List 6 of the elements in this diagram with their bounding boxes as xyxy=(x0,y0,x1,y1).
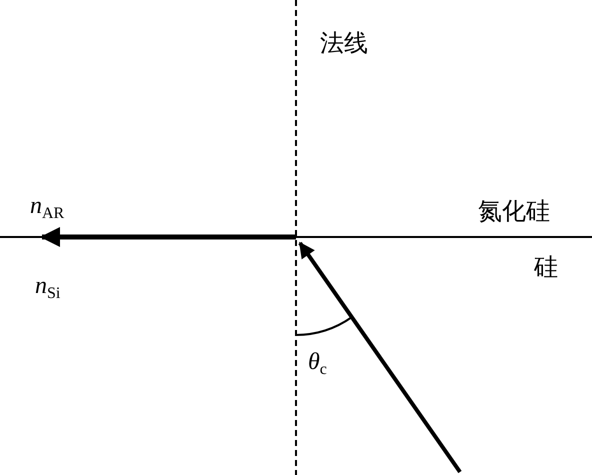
medium-label: 氮化硅 xyxy=(478,198,550,226)
normal-label: 法线 xyxy=(320,30,368,58)
refractive-index-label: n$_{AR}$ xyxy=(30,192,64,224)
medium-label: 硅 xyxy=(534,254,558,282)
angle-label: θ$_{c}$ xyxy=(308,348,327,380)
refractive-index-label: n$_{Si}$ xyxy=(35,272,60,304)
